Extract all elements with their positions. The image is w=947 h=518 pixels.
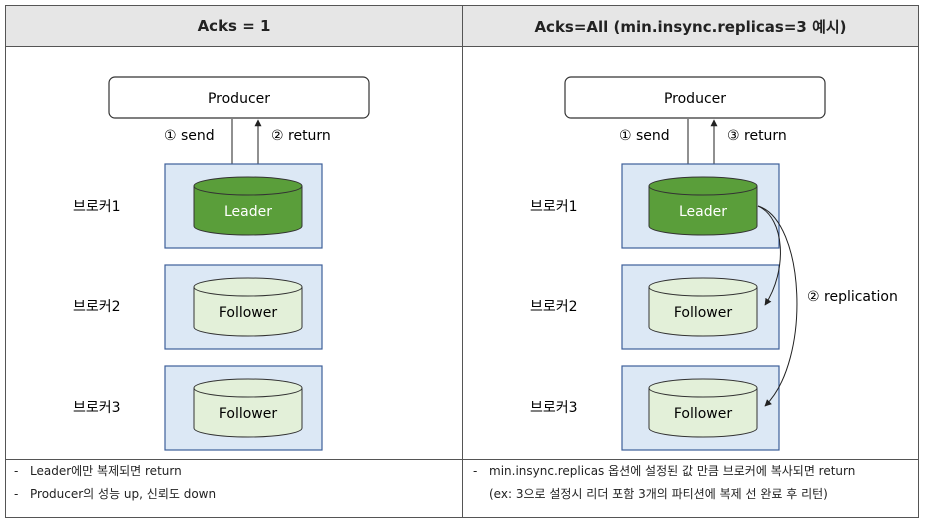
left-header: Acks = 1 <box>6 6 462 46</box>
left-broker1-label: 브로커1 <box>73 199 121 215</box>
header-divider <box>5 46 919 47</box>
right-leader-label: Leader <box>679 204 727 220</box>
left-follower2-cylinder <box>193 378 303 438</box>
left-send-label: ① send <box>164 128 215 144</box>
left-notes: -Leader에만 복제되면 return -Producer의 성능 up, … <box>14 460 216 506</box>
left-leader-label: Leader <box>224 204 272 220</box>
left-note-2: -Producer의 성능 up, 신뢰도 down <box>14 487 217 501</box>
right-follower2-cylinder <box>648 378 758 438</box>
right-broker1-label: 브로커1 <box>530 199 578 215</box>
left-follower2-label: Follower <box>219 406 278 422</box>
left-producer-box <box>108 76 370 119</box>
right-producer-label: Producer <box>664 91 726 107</box>
right-producer-box <box>564 76 826 119</box>
right-follower1-cylinder <box>648 277 758 337</box>
notes-divider <box>5 459 919 460</box>
right-note-2: (ex: 3으로 설정시 리더 포함 3개의 파티션에 복제 선 완료 후 리턴… <box>489 487 828 501</box>
left-follower1-label: Follower <box>219 305 278 321</box>
right-header: Acks=All (min.insync.replicas=3 예시) <box>463 6 918 46</box>
right-follower2-label: Follower <box>674 406 733 422</box>
left-leader-cylinder <box>193 176 303 236</box>
right-leader-cylinder <box>648 176 758 236</box>
left-return-label: ② return <box>271 128 331 144</box>
replication-arrow-follower2 <box>757 205 798 407</box>
right-broker2-label: 브로커2 <box>530 299 578 315</box>
left-broker2-label: 브로커2 <box>73 299 121 315</box>
left-follower1-cylinder <box>193 277 303 337</box>
left-producer-label: Producer <box>208 91 270 107</box>
right-send-label: ① send <box>619 128 670 144</box>
right-return-label: ③ return <box>727 128 787 144</box>
right-notes: -min.insync.replicas 옵션에 설정된 값 만큼 브로커에 복… <box>473 460 855 506</box>
right-broker3-label: 브로커3 <box>530 400 578 416</box>
column-divider <box>462 5 463 518</box>
left-note-1: -Leader에만 복제되면 return <box>14 464 182 478</box>
replication-arrow-follower1 <box>757 205 781 306</box>
left-broker3-label: 브로커3 <box>73 400 121 416</box>
right-note-1: -min.insync.replicas 옵션에 설정된 값 만큼 브로커에 복… <box>473 464 856 478</box>
right-follower1-label: Follower <box>674 305 733 321</box>
replication-label: ② replication <box>807 289 898 305</box>
